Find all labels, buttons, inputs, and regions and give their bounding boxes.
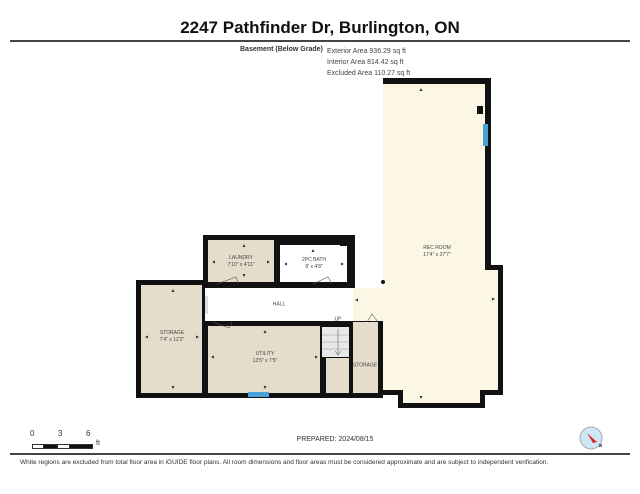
laundry-room — [208, 240, 274, 282]
excluded-area: Excluded Area 110.27 sq ft — [327, 70, 411, 77]
room-label-hall: HALL — [272, 301, 286, 308]
room-label-bath: 2PC BATH 8' x 4'8" — [301, 257, 327, 270]
support-post — [381, 280, 385, 284]
prepared-date: PREPARED: 2024/08/15 — [296, 436, 374, 443]
stairs — [322, 327, 349, 357]
stairs-label: UP — [334, 316, 342, 323]
dimension-markers — [145, 88, 495, 399]
storage-room — [141, 285, 202, 393]
area-summary: Exterior Area 936.29 sq ft Interior Area… — [327, 46, 410, 79]
room-label-rec-room: REC ROOM 17'4" x 37'7" — [423, 245, 451, 258]
disclaimer: White regions are excluded from total fl… — [20, 459, 549, 466]
compass-icon — [579, 426, 603, 450]
footer-divider — [10, 453, 630, 455]
window-utility — [248, 392, 269, 397]
room-label-utility: UTILITY 13'5" x 7'5" — [252, 351, 278, 364]
window-rec — [483, 124, 488, 146]
room-label-storage-small: STORAGE — [352, 362, 378, 369]
room-label-laundry: LAUNDRY 7'10" x 4'11" — [227, 255, 255, 268]
level-label: Basement (Below Grade) — [240, 46, 323, 53]
exterior-area: Exterior Area 936.29 sq ft — [327, 48, 406, 55]
rec-room — [383, 78, 503, 408]
utility-room — [208, 326, 320, 393]
interior-area: Interior Area 814.42 sq ft — [327, 59, 404, 66]
page-title: 2247 Pathfinder Dr, Burlington, ON — [180, 18, 460, 37]
header-divider — [10, 40, 630, 42]
door-swings — [205, 276, 379, 329]
room-label-storage: STORAGE 7'4" x 12'2" — [159, 330, 185, 343]
